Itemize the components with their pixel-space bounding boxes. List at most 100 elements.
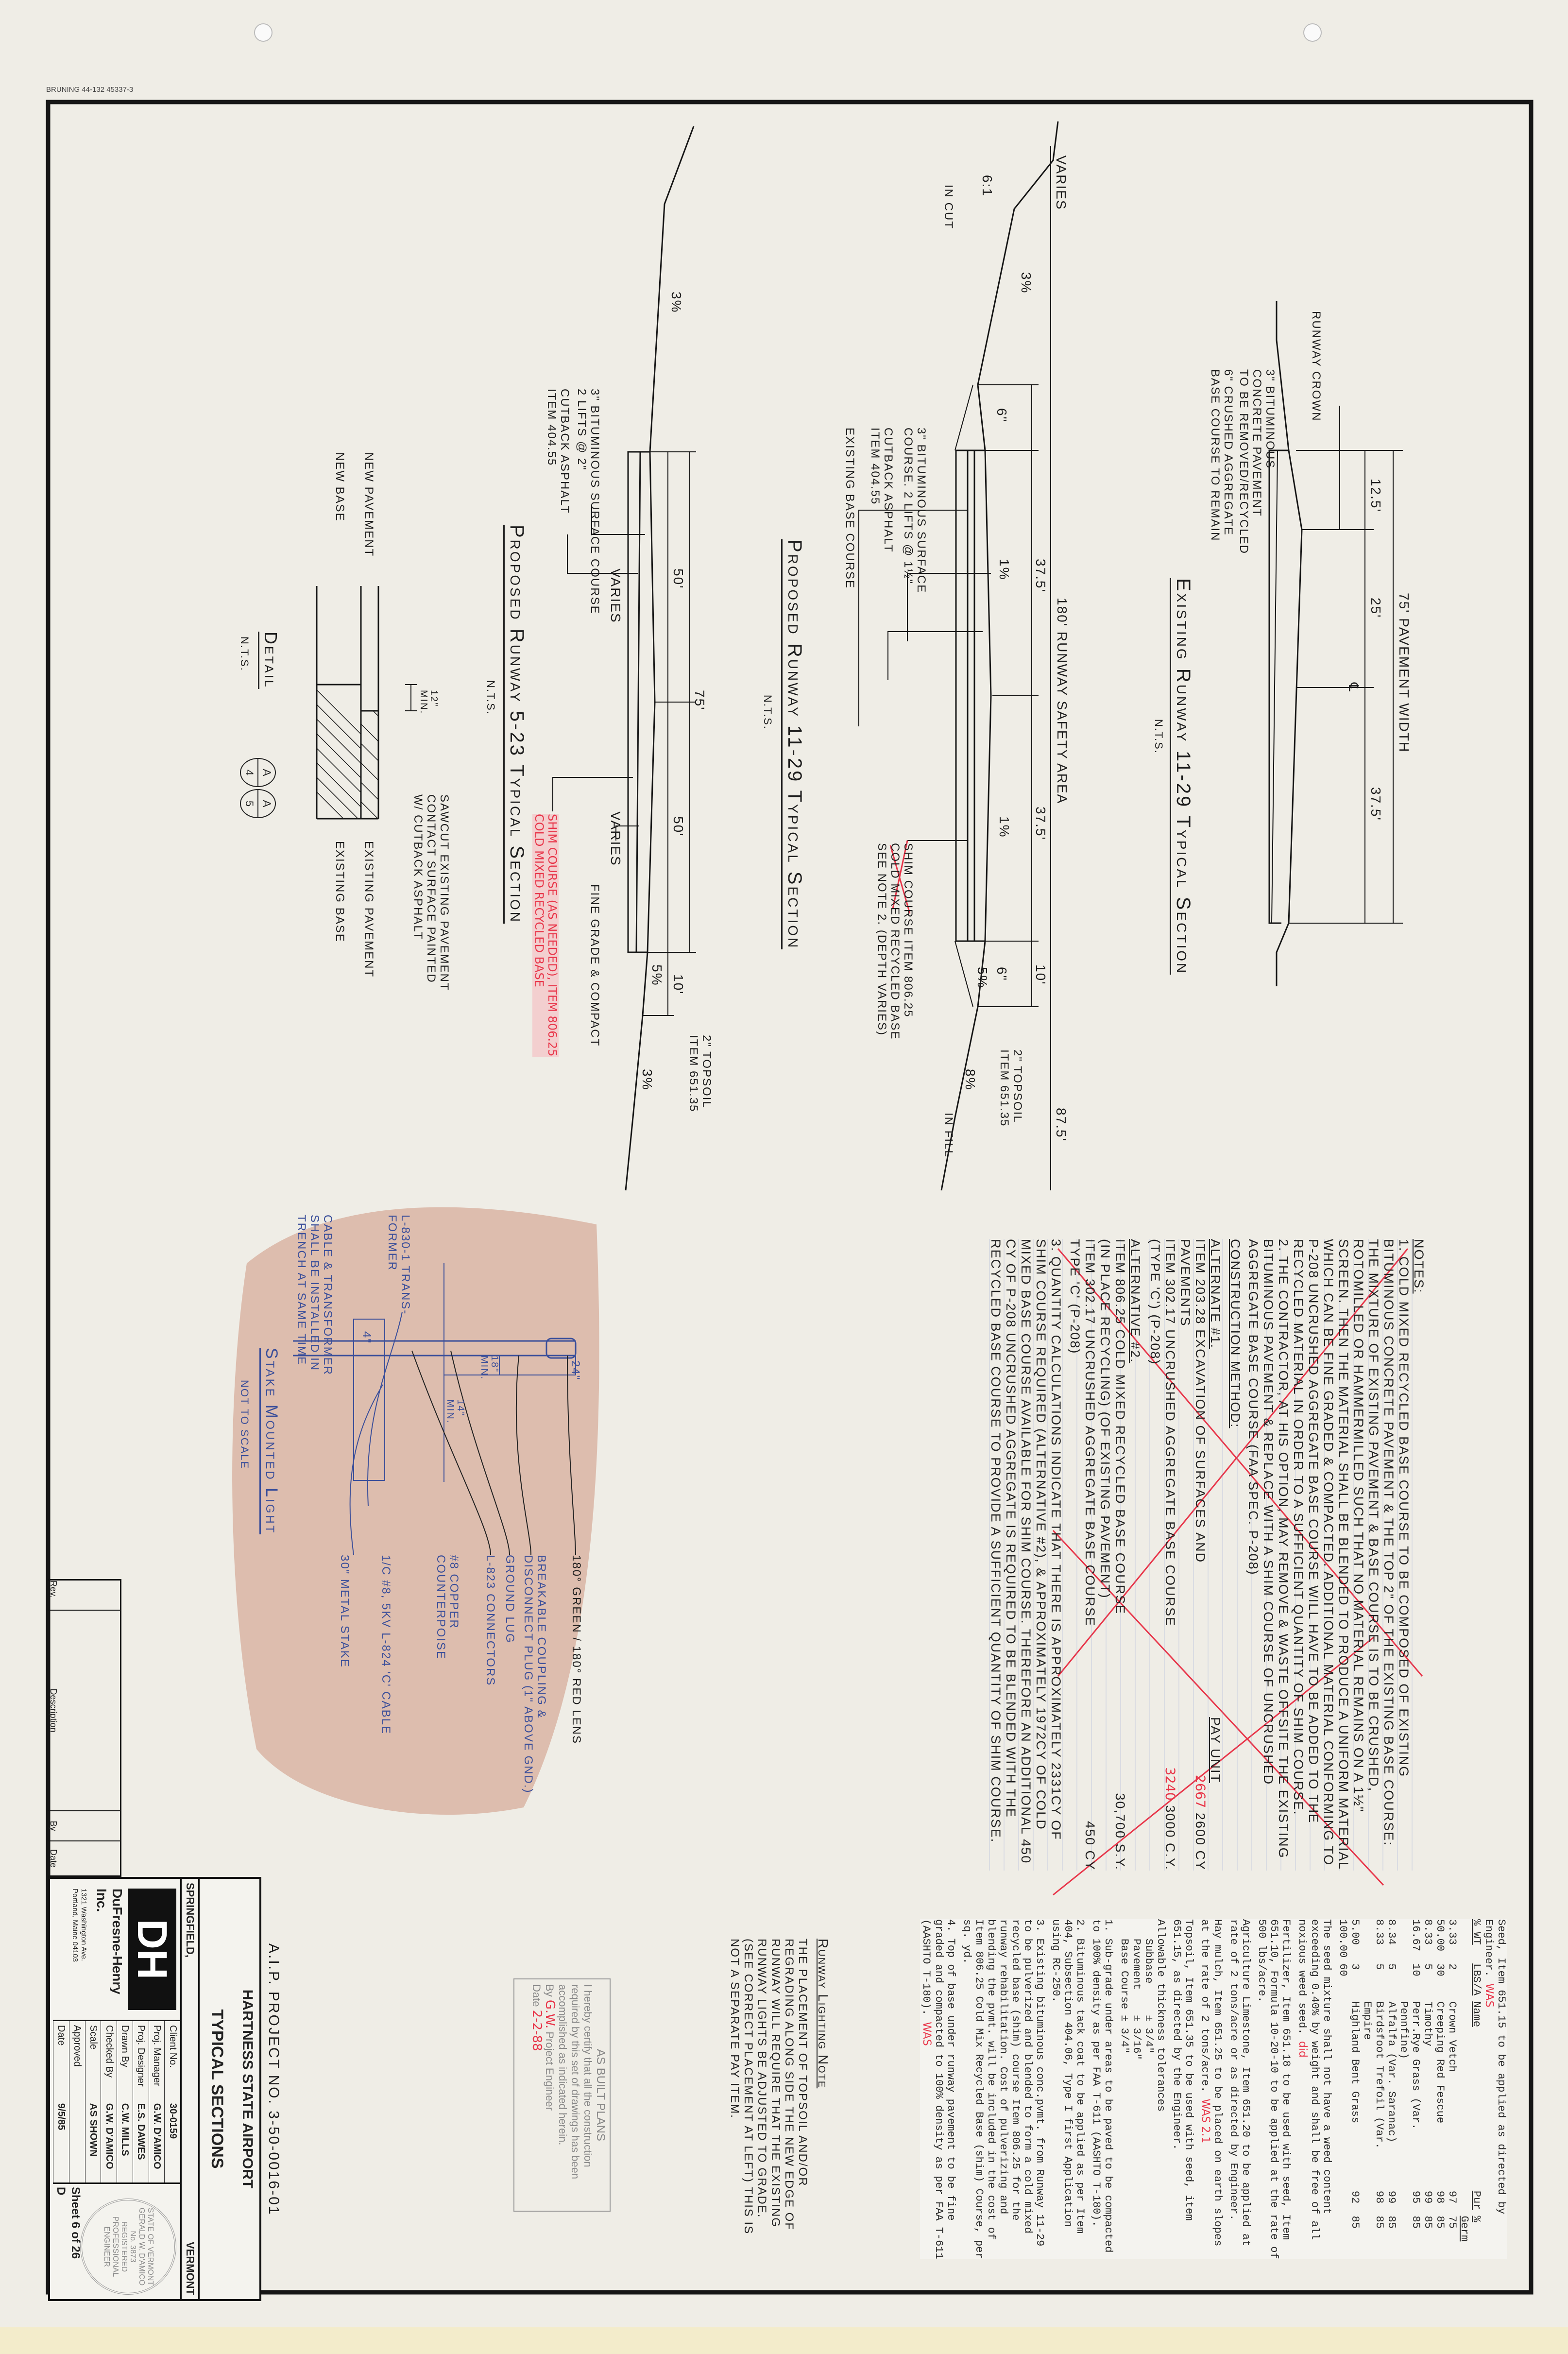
varies-dim: VARIES	[1054, 155, 1069, 210]
seed-item-2: 2. Bituminous tack coat to be applied as…	[1050, 1919, 1086, 2234]
slope-label: 5%	[975, 967, 990, 989]
dim-label: 25'	[1368, 598, 1383, 619]
proposed-5-23-title: Proposed Runway 5-23 Typical Section	[503, 525, 528, 924]
seed-cell: 16.67	[1410, 1919, 1422, 1952]
fertilizer-note: Fertilizer, Item 651.18 to be used with …	[1256, 1919, 1292, 2259]
slope-label: 3%	[669, 292, 684, 313]
tolerance-table: Subbase± 3/4" Pavement± 3/16" Base Cours…	[1118, 1939, 1155, 2060]
title-block-body: DH DuFresne-Henry Inc. 1321 Washington A…	[53, 1879, 180, 2299]
pay-item: ITEM 302.17 UNCRUSHED AGGREGATE BASE COU…	[1068, 1239, 1097, 1871]
seed-item-4: 4. Top of base under runway pavement to …	[920, 1919, 957, 2259]
stake-light-title: Stake Mounted Light	[259, 1348, 281, 1535]
counterpoise-label: #8 COPPER COUNTERPOISE	[434, 1555, 460, 1660]
project-number: A.I.P. PROJECT NO. 3-50-0016-01	[266, 1943, 282, 2216]
field-value: 30-0159	[164, 2099, 180, 2183]
dim-24: 24"	[569, 1360, 582, 1381]
new-pavement-label: NEW PAVEMENT	[362, 452, 375, 557]
dim-label: 37.5'	[1033, 559, 1048, 593]
tolerance-heading: Allowable thickness tolerances	[1155, 1919, 1167, 2112]
firm-logo: DH DuFresne-Henry Inc. 1321 Washington A…	[53, 1879, 180, 2021]
coupling-label: BREAKABLE COUPLING & DISCONNECT PLUG (1"…	[522, 1555, 548, 1794]
lens-label: 180° GREEN / 180° RED LENS	[570, 1555, 583, 1745]
field-value: AS SHOWN	[85, 2099, 101, 2183]
note-1: 1. COLD MIXED RECYCLED BASE COURSE TO BE…	[1291, 1239, 1411, 1870]
dim-18-min: 18" MIN.	[479, 1356, 500, 1380]
existing-pavement-label: EXISTING PAVEMENT	[362, 841, 375, 978]
dim-label: 50'	[671, 816, 686, 837]
seed-cell: Perr.Rye Grass (Var. Pennfine)	[1398, 2001, 1422, 2130]
seed-cell: 3	[1349, 1963, 1361, 1970]
seed-cell: Crown Vetch	[1446, 2001, 1458, 2072]
detail-drawing	[316, 586, 417, 820]
slope-label: 1%	[997, 559, 1012, 581]
seed-cell: 50.00	[1434, 1919, 1446, 1952]
seed-cell: Timothy	[1422, 2001, 1434, 2046]
cutback-label: CUTBACK ASPHALT ITEM 404.55	[869, 428, 895, 553]
existing-base-label: 6" CRUSHED AGGREGATE BASE COURSE TO REMA…	[1209, 369, 1235, 542]
seed-cell: Alfalfa (Var. Saranac)	[1385, 2001, 1398, 2143]
cutback-label: CUTBACK ASPHALT ITEM 404.55	[545, 389, 571, 514]
min-dim: 12" MIN.	[418, 690, 439, 715]
seed-cell	[1337, 2216, 1349, 2259]
dim-label: 12.5'	[1368, 479, 1383, 513]
proposed-11-29-section	[858, 121, 1059, 1191]
existing-base-label: EXISTING BASE COURSE	[843, 428, 856, 589]
sheet-cell: STATE OF VERMONT GERALD W. D'AMICO No. 3…	[53, 2184, 180, 2299]
cable-label: 1/C #8, 5kV L-824 'C' CABLE	[379, 1555, 392, 1735]
trench-label: CABLE & TRANSFORMER SHALL BE INSTALLED I…	[295, 1215, 334, 1375]
revisions-table: Rev. Description By Date	[48, 1579, 121, 1877]
in-cut-label: IN CUT	[942, 185, 955, 229]
sheet-title: TYPICAL SECTIONS	[208, 2009, 226, 2169]
connectors-label: L-823 CONNECTORS	[484, 1555, 497, 1686]
pay-item: ITEM 203.28 EXCAVATION OF SURFACES AND P…	[1178, 1239, 1208, 1871]
seed-cell	[1337, 2001, 1349, 2191]
alternate-1-header: ALTERNATE #1. PAY UNIT	[1208, 1239, 1223, 1783]
construction-notes: NOTES: 1. COLD MIXED RECYCLED BASE COURS…	[988, 1239, 1426, 1871]
limestone-note: Agriculture Limestone, Item 651.20 to be…	[1227, 1919, 1252, 2247]
seed-cell: 3.33	[1446, 1919, 1458, 1945]
slope-label: 5%	[649, 964, 665, 986]
seed-cell: 98	[1373, 2190, 1385, 2204]
fine-grade-label: FINE GRADE & COMPACT	[588, 884, 601, 1047]
seed-cell: 85	[1385, 2216, 1398, 2229]
new-base-label: NEW BASE	[333, 452, 346, 522]
seed-cell: 99	[1385, 2190, 1398, 2204]
existing-section-title: Existing Runway 11-29 Typical Section	[1170, 578, 1194, 975]
seed-cell: 5	[1385, 1963, 1398, 1970]
dim-label: 10'	[671, 974, 686, 995]
dim-4: 4"	[360, 1331, 373, 1344]
shim-course-label: SHIM COURSE ITEM 806.25 COLD MIXED RECYC…	[875, 843, 915, 1040]
seed-cell: 97	[1446, 2190, 1458, 2204]
transformer-label: L-830-1 TRANS- FORMER	[386, 1215, 412, 1315]
note-2: 2. THE CONTRACTOR, AT HIS OPTION, MAY RE…	[1246, 1239, 1291, 1859]
topsoil-note: Topsoil, Item 651.35 to be used with see…	[1171, 1919, 1195, 2221]
pay-item: ITEM 806.25 COLD MIXED RECYCLED BASE COU…	[1098, 1239, 1127, 1871]
slope-label: 8%	[963, 1069, 978, 1091]
seed-cell: 85	[1422, 2216, 1434, 2229]
title-field-row: Client No.30-0159	[164, 2021, 180, 2183]
seed-cell: 8.34	[1385, 1919, 1398, 1945]
sheet-number: Sheet 6 of 26	[69, 2187, 82, 2259]
seed-cell: 5	[1373, 1963, 1385, 1970]
shim-course-label: SHIM COURSE (AS NEEDED), ITEM 806.25 COL…	[532, 814, 559, 1057]
metal-stake-label: 30" METAL STAKE	[338, 1555, 351, 1668]
slope-label: 3%	[640, 1069, 655, 1091]
slope-label: 3%	[1019, 272, 1034, 294]
seed-cell: Highland Bent Grass	[1349, 2001, 1361, 2124]
paper-stock-label: BRUNING 44-132 45337-3	[46, 86, 134, 94]
field-label: Drawn By	[117, 2021, 133, 2099]
dim-label: 37.5'	[1368, 787, 1383, 821]
seed-cell: 8.33	[1373, 1919, 1385, 1945]
slope-label: 1%	[997, 816, 1012, 838]
